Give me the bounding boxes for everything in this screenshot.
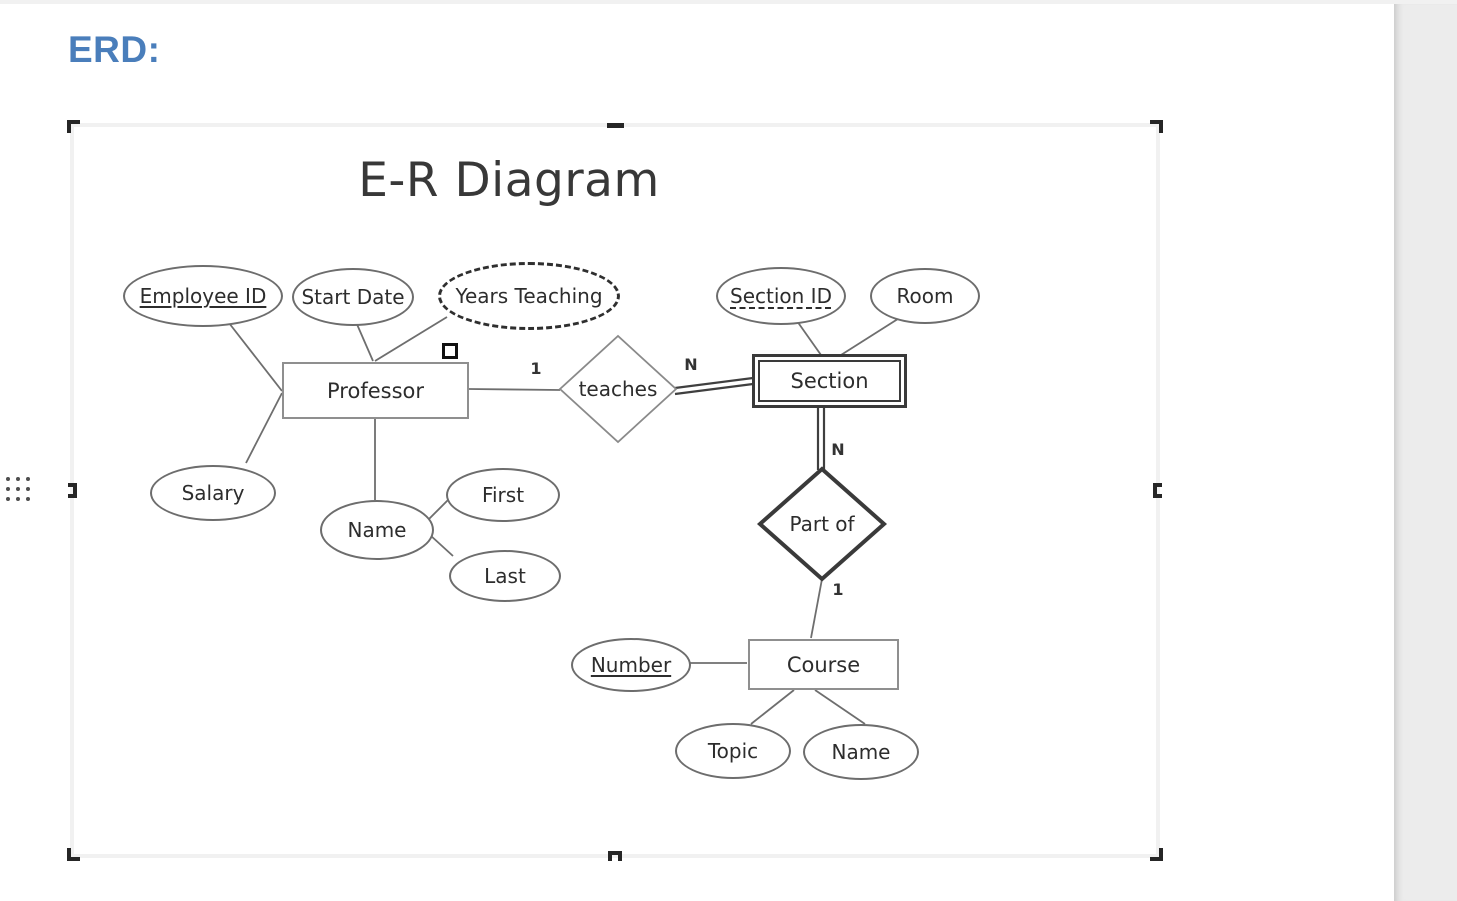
relationship-part-of-label: Part of [789,512,855,536]
resize-handle-top[interactable] [607,123,624,128]
cardinality-section-partof: N [831,440,845,459]
dot [16,487,20,491]
dot [6,487,10,491]
attribute-number: Number [571,638,691,692]
page-title: ERD: [68,28,161,70]
attribute-label: Years Teaching [455,284,603,308]
dot [26,487,30,491]
entity-label: Section [790,369,869,393]
inner-anchor-square [442,343,458,359]
erd-diagram-image[interactable]: E-R Diagram Professor Section Course tea… [67,120,1163,861]
attribute-label: Name [347,518,407,542]
relationship-teaches-label: teaches [578,377,658,401]
resize-handle-left[interactable] [68,482,77,498]
attribute-label: Last [484,564,526,588]
resize-handle-top-right[interactable] [1150,120,1163,133]
connector-lines [228,316,902,725]
attribute-label: First [481,483,525,507]
attribute-name-course: Name [803,724,919,780]
dot [26,477,30,481]
attribute-label: Section ID [730,284,832,308]
entity-label: Professor [327,378,424,403]
cardinality-teaches-section: N [684,355,698,374]
attribute-topic: Topic [675,723,791,779]
attribute-label: Number [590,653,672,677]
attribute-label: Name [831,740,891,764]
attribute-label: Topic [707,739,759,763]
entity-label: Course [786,652,861,677]
attribute-name-professor: Name [320,500,434,560]
entity-section: Section [752,354,907,408]
attribute-section-id: Section ID [716,267,846,325]
resize-handle-bottom-left[interactable] [67,848,80,861]
erd-diagram-canvas: E-R Diagram Professor Section Course tea… [74,127,1156,854]
attribute-last: Last [449,550,561,602]
resize-handle-right[interactable] [1153,482,1162,498]
relationship-teaches-diamond [558,334,678,444]
attribute-label: Start Date [301,285,405,309]
attribute-first: First [446,468,560,522]
attribute-room: Room [870,268,980,324]
attribute-label: Employee ID [139,284,267,308]
dot [6,477,10,481]
dot [16,477,20,481]
entity-professor: Professor [282,362,469,419]
entity-course: Course [748,639,899,690]
attribute-label: Room [896,284,954,308]
resize-handle-bottom-right[interactable] [1150,848,1163,861]
diagram-title: E-R Diagram [358,153,660,208]
drag-handle-icon[interactable] [6,477,33,505]
page-top-edge [0,0,1457,4]
attribute-employee-id: Employee ID [123,265,283,327]
attribute-years-teaching: Years Teaching [438,262,620,330]
attribute-salary: Salary [150,465,276,521]
dot [6,497,10,501]
cardinality-partof-course: 1 [832,580,844,599]
cardinality-professor-teaches: 1 [530,359,542,378]
dot [26,497,30,501]
dot [16,497,20,501]
attribute-label: Salary [181,481,245,505]
relationship-part-of-diamond [756,466,888,582]
editor-margin [1394,4,1457,901]
resize-handle-top-left[interactable] [67,120,80,133]
resize-handle-bottom[interactable] [608,851,622,861]
attribute-start-date: Start Date [292,268,414,326]
